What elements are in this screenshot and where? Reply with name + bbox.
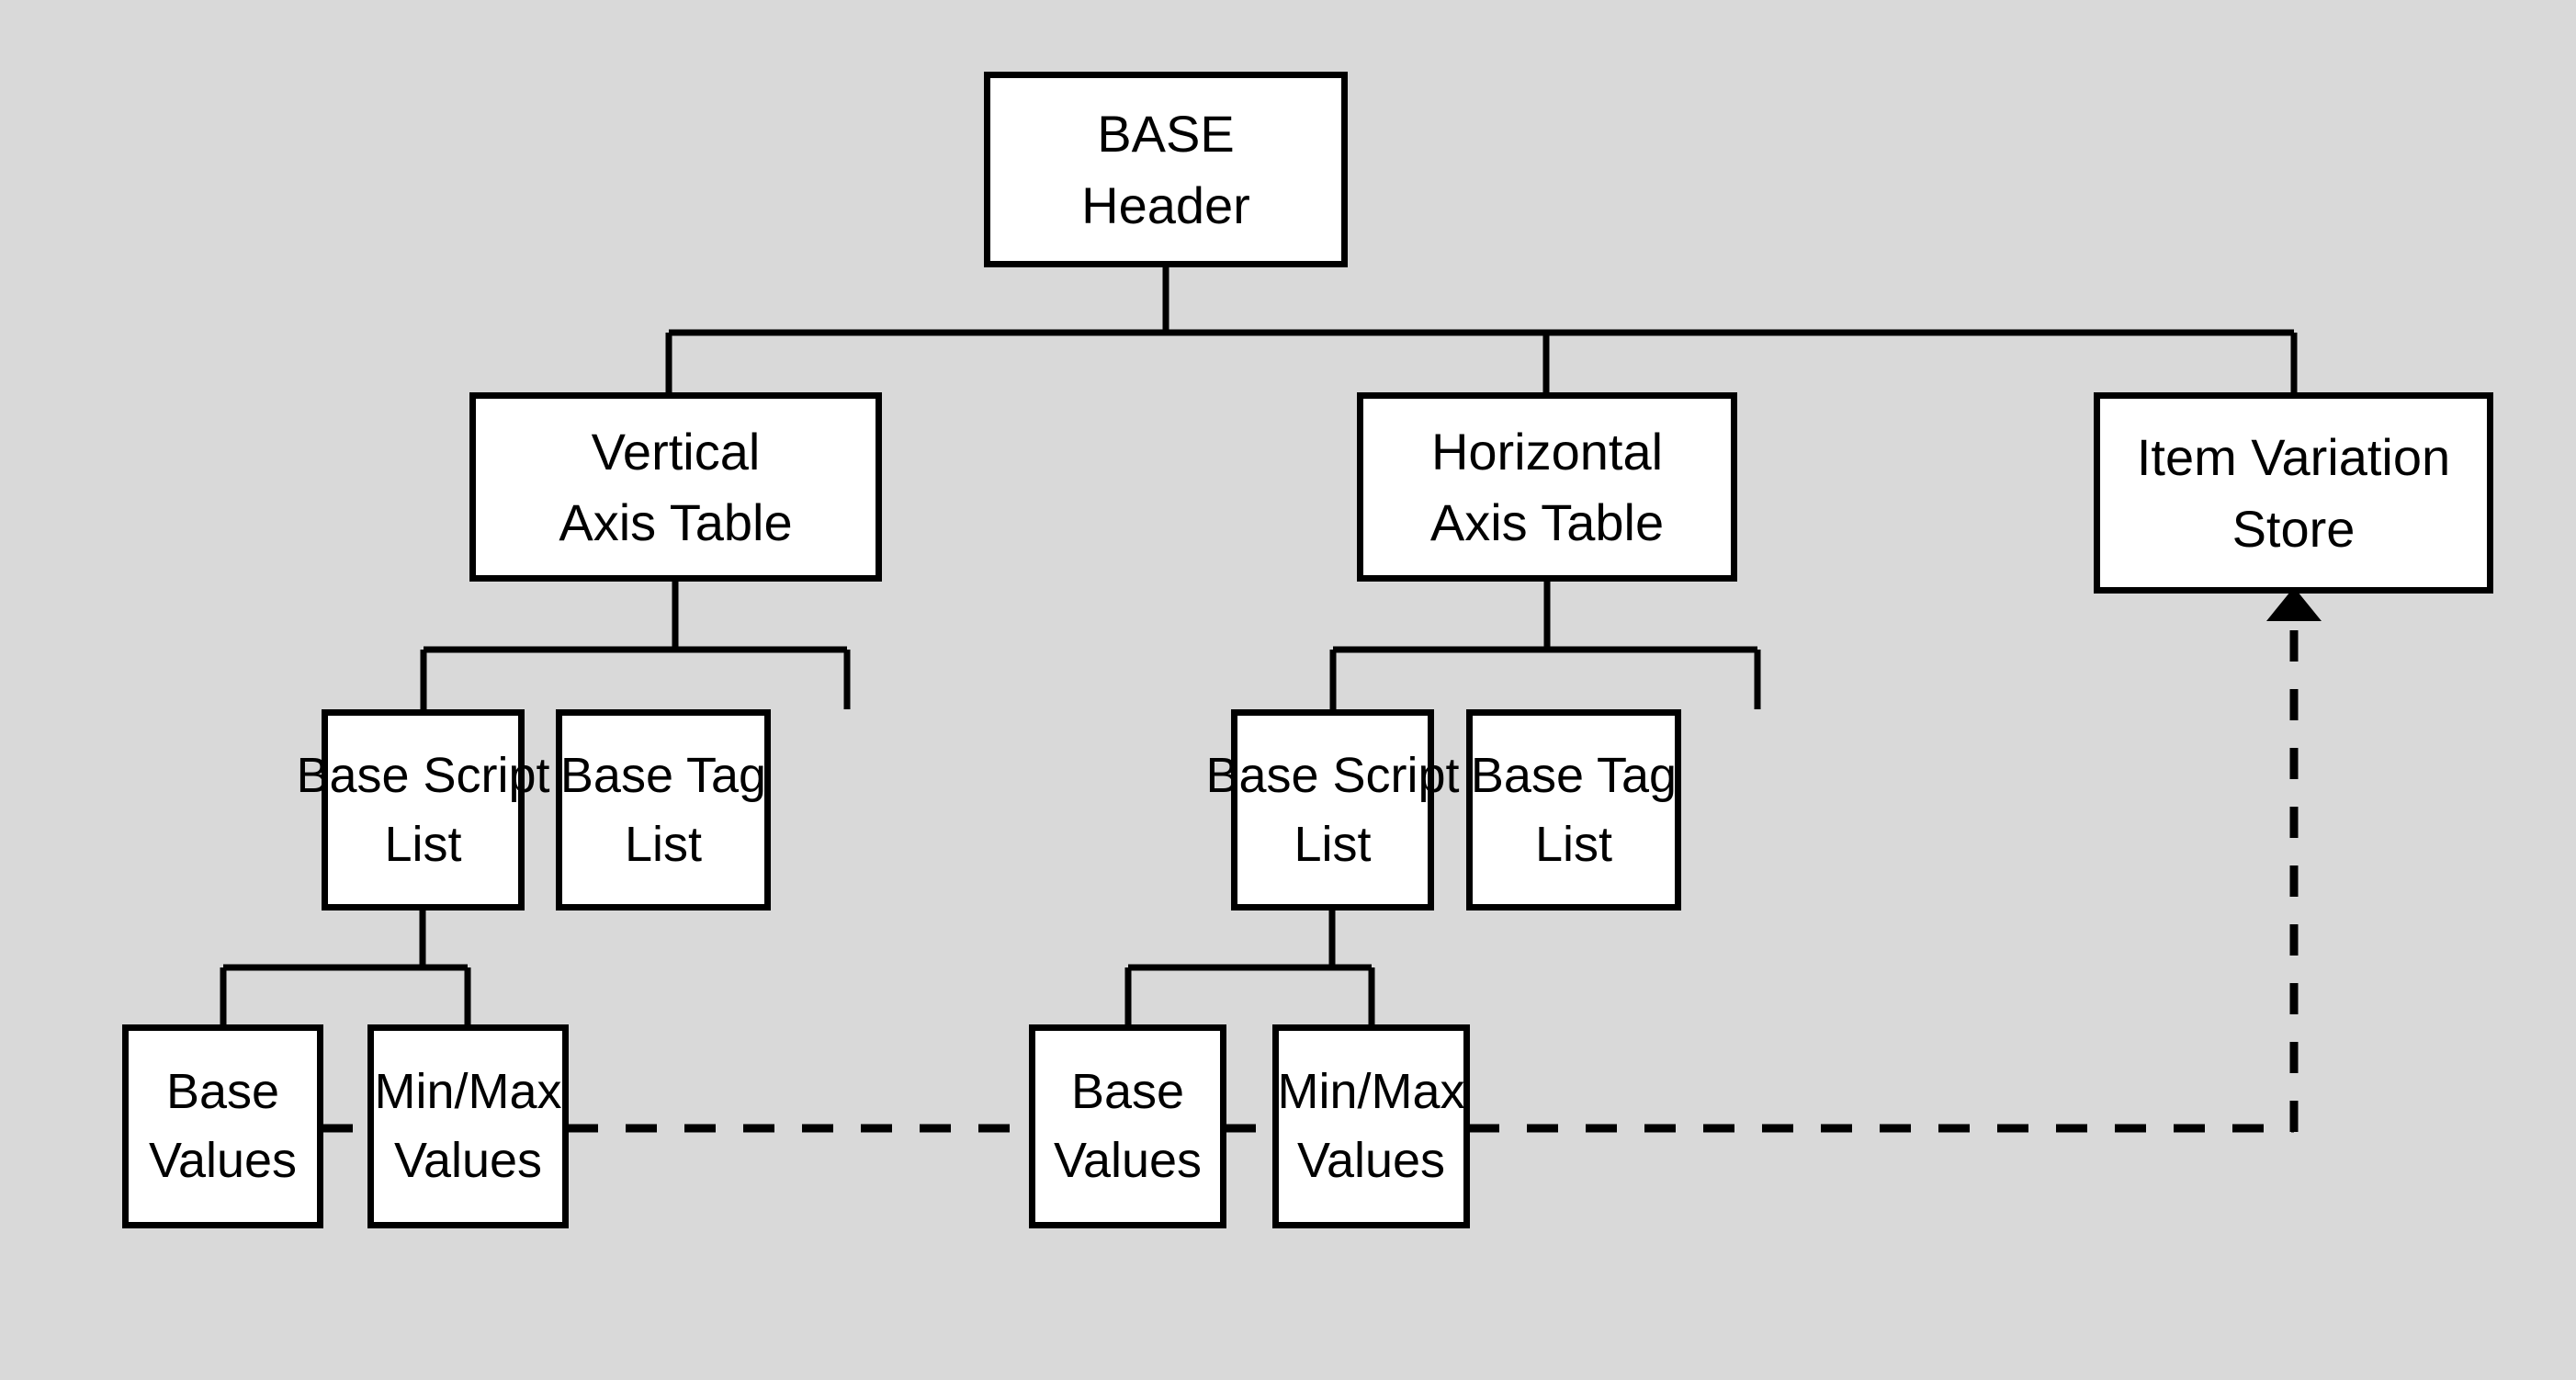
node-base-values-left-line2: Values [148, 1133, 298, 1188]
node-base-values-right-line1: Base [1070, 1064, 1185, 1120]
node-base-script-list-right[interactable]: Base Script List [1205, 709, 1460, 911]
node-item-variation-store-line2: Store [2231, 499, 2356, 558]
node-minmax-values-left-line2: Values [393, 1133, 543, 1188]
node-item-variation-store-line1: Item Variation [2136, 428, 2451, 487]
node-base-tag-list-right-line1: Base Tag [1470, 747, 1678, 803]
node-horizontal-axis-table-line1: Horizontal [1430, 422, 1664, 481]
node-horizontal-axis-table[interactable]: Horizontal Axis Table [1357, 392, 1737, 582]
node-base-header[interactable]: BASE Header [984, 72, 1348, 267]
node-base-tag-list-left-line1: Base Tag [559, 747, 767, 803]
node-minmax-values-left-line1: Min/Max [374, 1064, 562, 1120]
node-base-script-list-left-line1: Base Script [296, 747, 550, 803]
node-base-values-left-line1: Base [165, 1064, 280, 1120]
node-base-tag-list-left-line2: List [624, 816, 703, 872]
node-minmax-values-right-line2: Values [1296, 1133, 1446, 1188]
node-base-script-list-left[interactable]: Base Script List [296, 709, 550, 911]
node-item-variation-store[interactable]: Item Variation Store [2094, 392, 2493, 594]
node-minmax-values-right[interactable]: Min/Max Values [1272, 1024, 1470, 1228]
node-vertical-axis-table-line2: Axis Table [559, 493, 793, 551]
node-minmax-values-left[interactable]: Min/Max Values [367, 1024, 569, 1228]
node-vertical-axis-table-line1: Vertical [591, 422, 761, 481]
node-base-values-left[interactable]: Base Values [122, 1024, 323, 1228]
node-minmax-values-right-line1: Min/Max [1277, 1064, 1465, 1120]
node-base-script-list-right-line1: Base Script [1205, 747, 1460, 803]
node-base-header-line2: Header [1081, 175, 1250, 234]
node-base-script-list-right-line2: List [1294, 816, 1372, 872]
node-horizontal-axis-table-line2: Axis Table [1429, 493, 1665, 551]
node-base-tag-list-right[interactable]: Base Tag List [1466, 709, 1681, 911]
arrowhead-icon [2266, 587, 2322, 621]
node-base-values-right[interactable]: Base Values [1029, 1024, 1226, 1228]
node-base-script-list-left-line2: List [384, 816, 462, 872]
node-base-tag-list-right-line2: List [1534, 816, 1613, 872]
node-base-values-right-line2: Values [1053, 1133, 1203, 1188]
node-base-tag-list-left[interactable]: Base Tag List [556, 709, 771, 911]
node-vertical-axis-table[interactable]: Vertical Axis Table [469, 392, 882, 582]
node-base-header-line1: BASE [1097, 105, 1235, 164]
